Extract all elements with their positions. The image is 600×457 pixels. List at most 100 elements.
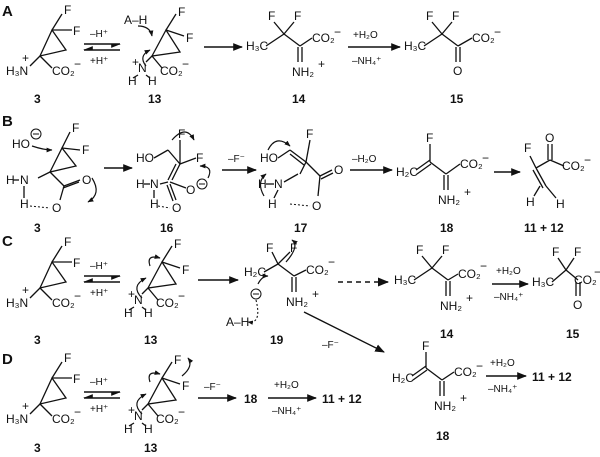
- svg-text:+H⁺: +H⁺: [90, 404, 108, 415]
- structure-3-b: HO F F N H H O O: [6, 121, 97, 215]
- svg-text:F: F: [64, 351, 71, 365]
- svg-text:CO₂: CO₂: [156, 296, 179, 310]
- svg-text:–H⁺: –H⁺: [90, 261, 108, 272]
- svg-text:−: −: [482, 151, 489, 165]
- svg-text:+: +: [318, 57, 325, 71]
- svg-text:F: F: [82, 143, 89, 157]
- svg-text:+: +: [464, 185, 471, 199]
- svg-text:–H⁺: –H⁺: [90, 29, 108, 40]
- structure-15-c: H₃C F F CO₂ − O: [532, 245, 600, 312]
- svg-text:–F⁻: –F⁻: [228, 154, 245, 165]
- structure-13-c: F F N + H H CO₂ −: [124, 237, 189, 320]
- structure-18-b: H₂C F CO₂ − NH₂ +: [396, 131, 489, 207]
- svg-text:F: F: [268, 9, 275, 23]
- structure-13-d: F F N + H H CO₂ −: [124, 353, 194, 436]
- svg-text:H₃N: H₃N: [6, 296, 28, 310]
- svg-text:−: −: [594, 265, 600, 279]
- svg-text:−: −: [480, 259, 487, 273]
- svg-text:CO₂: CO₂: [454, 365, 477, 379]
- compound-label-18-c: 18: [436, 429, 450, 443]
- reaction-arrow-c4-diagonal: –F⁻: [303, 311, 385, 353]
- svg-text:+H₂O: +H₂O: [496, 266, 521, 277]
- reaction-arrow-b3: –H₂O: [350, 154, 393, 174]
- svg-text:HO: HO: [260, 151, 278, 165]
- svg-text:–NH₄⁺: –NH₄⁺: [494, 292, 523, 303]
- svg-text:N: N: [150, 177, 159, 191]
- compound-label-15-c: 15: [566, 327, 580, 341]
- svg-text:CO₂: CO₂: [312, 31, 335, 45]
- panel-label-c: C: [2, 233, 13, 250]
- svg-text:−: −: [74, 405, 81, 419]
- svg-text:O: O: [52, 201, 61, 215]
- svg-text:F: F: [452, 9, 459, 23]
- reaction-arrow-c5: +H₂O –NH₄⁺: [486, 358, 527, 395]
- svg-text:HO: HO: [136, 151, 154, 165]
- svg-text:–NH₄⁺: –NH₄⁺: [488, 384, 517, 395]
- reaction-arrow-a2: +H₂O –NH₄⁺: [348, 30, 401, 67]
- svg-text:F: F: [524, 141, 531, 155]
- svg-text:F: F: [426, 131, 433, 145]
- svg-text:F: F: [73, 372, 80, 386]
- svg-text:H₃C: H₃C: [246, 39, 269, 53]
- svg-text:H: H: [268, 197, 277, 211]
- compound-label-3-a: 3: [34, 92, 41, 106]
- svg-text:H: H: [6, 173, 15, 187]
- svg-text:+H₂O: +H₂O: [490, 358, 515, 369]
- svg-text:CO₂: CO₂: [52, 412, 75, 426]
- svg-text:O: O: [312, 199, 321, 213]
- svg-text:A–H: A–H: [124, 13, 147, 27]
- svg-text:−: −: [328, 255, 335, 269]
- svg-text:+H₂O: +H₂O: [274, 380, 299, 391]
- svg-text:H: H: [136, 177, 145, 191]
- equilibrium-arrow-c: –H⁺ +H⁺: [83, 261, 121, 299]
- svg-text:N: N: [274, 177, 283, 191]
- svg-text:O: O: [186, 183, 195, 197]
- panel-label-b: B: [2, 113, 13, 130]
- svg-text:–NH₄⁺: –NH₄⁺: [272, 406, 301, 417]
- svg-text:O: O: [453, 64, 462, 78]
- svg-text:H₃C: H₃C: [532, 275, 555, 289]
- svg-text:CO₂: CO₂: [562, 159, 585, 173]
- svg-text:−: −: [182, 57, 189, 71]
- svg-text:–F⁻: –F⁻: [204, 382, 221, 393]
- compound-label-3-d: 3: [34, 441, 41, 455]
- svg-text:N: N: [138, 61, 147, 75]
- svg-text:+H⁺: +H⁺: [90, 288, 108, 299]
- structure-11-12-b: F CO₂ − O H H: [524, 131, 591, 211]
- compound-label-11-12-b: 11 + 12: [524, 221, 564, 235]
- structure-14-a: H₃C F F CO₂ − NH₂ +: [246, 9, 341, 79]
- svg-text:H₃N: H₃N: [6, 64, 28, 78]
- panel-label-d: D: [2, 351, 13, 368]
- svg-text:–NH₄⁺: –NH₄⁺: [352, 56, 381, 67]
- svg-text:H: H: [556, 197, 565, 211]
- equilibrium-arrow-a: –H⁺ +H⁺: [83, 29, 121, 67]
- svg-text:F: F: [294, 9, 301, 23]
- svg-text:CO₂: CO₂: [156, 412, 179, 426]
- structure-3-c: F F H₃N + CO₂ −: [6, 235, 81, 310]
- svg-text:O: O: [172, 201, 181, 215]
- svg-text:NH₂: NH₂: [438, 193, 460, 207]
- svg-text:A–H: A–H: [226, 315, 249, 329]
- svg-text:−: −: [584, 153, 591, 167]
- svg-text:−: −: [74, 57, 81, 71]
- svg-text:+: +: [22, 399, 29, 413]
- svg-text:F: F: [72, 121, 79, 135]
- svg-text:−: −: [494, 25, 501, 39]
- panel-b: B HO F F N H H O O 3: [2, 113, 591, 235]
- structure-18-c: H₂C F CO₂ − NH₂ +: [392, 339, 483, 413]
- svg-text:F: F: [178, 5, 185, 19]
- svg-text:+H₂O: +H₂O: [353, 30, 378, 41]
- svg-text:H: H: [148, 74, 157, 88]
- svg-text:H: H: [144, 306, 153, 320]
- svg-text:O: O: [334, 163, 343, 177]
- svg-text:F: F: [422, 339, 429, 353]
- svg-text:H: H: [150, 197, 159, 211]
- compound-label-3-c: 3: [34, 333, 41, 347]
- svg-text:CO₂: CO₂: [458, 267, 481, 281]
- svg-text:+: +: [128, 287, 135, 301]
- svg-text:CO₂: CO₂: [472, 31, 495, 45]
- svg-text:H: H: [20, 197, 29, 211]
- svg-text:F: F: [73, 256, 80, 270]
- reaction-arrow-d1: –F⁻: [198, 382, 237, 402]
- svg-text:F: F: [174, 353, 181, 367]
